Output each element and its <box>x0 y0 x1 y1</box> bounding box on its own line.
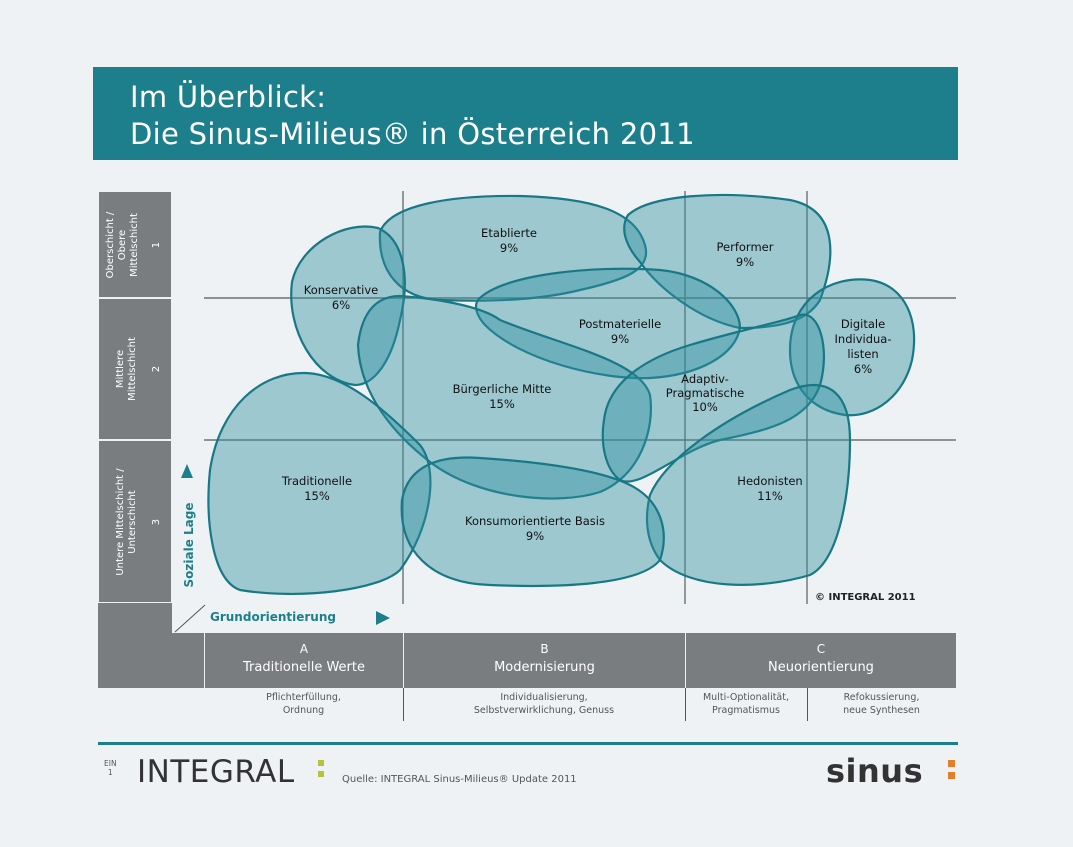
label-digitale-line1: Digitale <box>841 317 885 331</box>
column-header-c: C Neuorientierung <box>685 633 956 688</box>
label-digitale-line2: Individua- <box>835 332 892 346</box>
label-postmaterielle: Postmaterielle <box>579 317 661 331</box>
row-header-3: Untere Mittelschicht / Unterschicht 3 <box>98 440 172 603</box>
bubble-performer <box>623 193 832 330</box>
share-traditionelle: 15% <box>304 489 330 503</box>
copyright-note: © INTEGRAL 2011 <box>815 592 916 603</box>
label-performer: Performer <box>717 240 774 254</box>
share-konsumorientierte-basis: 9% <box>526 529 544 543</box>
page-title-line-1: Im Überblick: <box>130 80 327 114</box>
label-hedonisten: Hedonisten <box>737 474 802 488</box>
label-etablierte: Etablierte <box>481 226 537 240</box>
subtitle-divider-2 <box>685 688 686 721</box>
integral-logo-dots-icon <box>318 760 324 782</box>
column-name-b: Modernisierung <box>494 660 595 675</box>
label-traditionelle: Traditionelle <box>281 474 352 488</box>
sinus-logo: sinus <box>826 752 924 790</box>
column-subtitle-c2: Refokussierung,neue Synthesen <box>843 692 920 716</box>
subtitle-divider-1 <box>403 688 404 721</box>
label-digitale-line3: listen <box>847 347 878 361</box>
column-header-b: B Modernisierung <box>403 633 685 688</box>
share-buergerliche-mitte: 15% <box>489 397 515 411</box>
column-name-c: Neuorientierung <box>768 660 874 675</box>
label-buergerliche-mitte: Bürgerliche Mitte <box>453 382 552 396</box>
label-konservative: Konservative <box>304 283 379 297</box>
column-letter-c: C <box>816 642 826 656</box>
share-digitale: 6% <box>854 362 872 376</box>
label-adaptiv-line1: Adaptiv- <box>681 372 729 386</box>
column-subtitle-b: Individualisierung,Selbstverwirklichung,… <box>473 692 615 716</box>
subtitle-divider-3 <box>807 688 808 721</box>
label-konsumorientierte-basis: Konsumorientierte Basis <box>465 514 605 528</box>
bubble-buergerliche-mitte <box>356 294 652 500</box>
column-name-a: Traditionelle Werte <box>243 660 365 675</box>
axis-corner-diagonal <box>174 604 206 633</box>
column-subtitle-c1: Multi-Optionalität,Pragmatismus <box>702 692 789 716</box>
column-subtitle-a: Pflichterfüllung,Ordnung <box>266 692 341 716</box>
sinus-logo-dots-icon <box>948 760 955 784</box>
bubble-konservative <box>290 225 406 387</box>
horizontal-axis-label: Grundorientierung <box>210 610 336 624</box>
bubble-konsumorientierte-basis <box>400 456 665 588</box>
column-header-a: A Traditionelle Werte <box>204 633 403 688</box>
row-header-2: Mittlere Mittelschicht 2 <box>98 298 172 440</box>
integral-logo: INTEGRAL <box>137 754 295 790</box>
share-hedonisten: 11% <box>757 489 783 503</box>
column-letter-b: B <box>540 642 549 656</box>
share-etablierte: 9% <box>500 241 518 255</box>
row-header-1: Oberschicht / Obere Mittelschicht 1 <box>98 191 172 298</box>
share-adaptiv: 10% <box>692 400 718 414</box>
corner-block-inner <box>172 633 204 688</box>
share-konservative: 6% <box>332 298 350 312</box>
footer-divider <box>98 742 958 745</box>
vertical-axis-arrow-icon <box>181 464 193 478</box>
corner-block <box>98 603 172 688</box>
label-adaptiv-line2: Pragmatische <box>666 386 744 400</box>
source-note: Quelle: INTEGRAL Sinus-Milieus® Update 2… <box>342 774 577 785</box>
footer-page-marker: EIN 1 <box>104 759 117 777</box>
milieu-bubbles <box>207 193 916 596</box>
vertical-axis-label: Soziale Lage <box>182 502 196 588</box>
share-performer: 9% <box>736 255 754 269</box>
title-banner: Im Überblick: Die Sinus-Milieus® in Öste… <box>93 67 958 160</box>
page-title-line-2: Die Sinus-Milieus® in Österreich 2011 <box>130 117 695 151</box>
bubble-traditionelle <box>207 371 432 596</box>
column-letter-a: A <box>299 642 309 656</box>
horizontal-axis-arrow-icon <box>376 611 390 625</box>
share-postmaterielle: 9% <box>611 332 629 346</box>
